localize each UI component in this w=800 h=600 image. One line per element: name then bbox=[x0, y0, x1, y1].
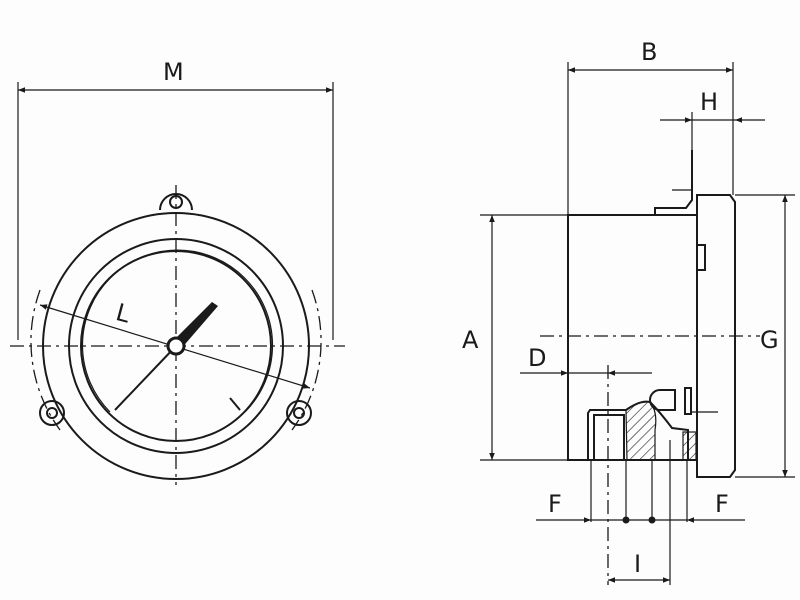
label-a: A bbox=[462, 326, 479, 354]
thread-dot-2 bbox=[648, 516, 656, 524]
mounting-flange-right bbox=[291, 289, 322, 431]
scale-arc bbox=[81, 249, 274, 413]
mounting-flange-left bbox=[30, 289, 61, 431]
mounting-bracket bbox=[654, 150, 693, 215]
pointer-hub bbox=[166, 336, 186, 356]
pointer bbox=[172, 302, 218, 350]
side-view: B H A G D F F I bbox=[462, 38, 795, 585]
pointer-tail bbox=[114, 345, 177, 411]
mounting-lug-left bbox=[39, 400, 65, 426]
front-view: M L bbox=[10, 58, 345, 485]
label-f-right: F bbox=[715, 490, 729, 518]
process-connection bbox=[587, 387, 718, 461]
scale-end-tick bbox=[229, 397, 241, 411]
vent-plug bbox=[649, 389, 676, 411]
label-h: H bbox=[700, 88, 718, 116]
bezel-clip bbox=[696, 244, 706, 271]
label-i: I bbox=[634, 550, 641, 578]
label-l: L bbox=[113, 298, 134, 329]
label-f-left: F bbox=[548, 490, 562, 518]
label-m: M bbox=[163, 58, 184, 86]
label-g: G bbox=[760, 326, 779, 354]
front-bezel bbox=[696, 194, 736, 478]
label-b: B bbox=[641, 38, 657, 66]
label-d: D bbox=[528, 344, 546, 372]
thread-dot-1 bbox=[622, 516, 630, 524]
mounting-lug-right bbox=[286, 400, 312, 426]
